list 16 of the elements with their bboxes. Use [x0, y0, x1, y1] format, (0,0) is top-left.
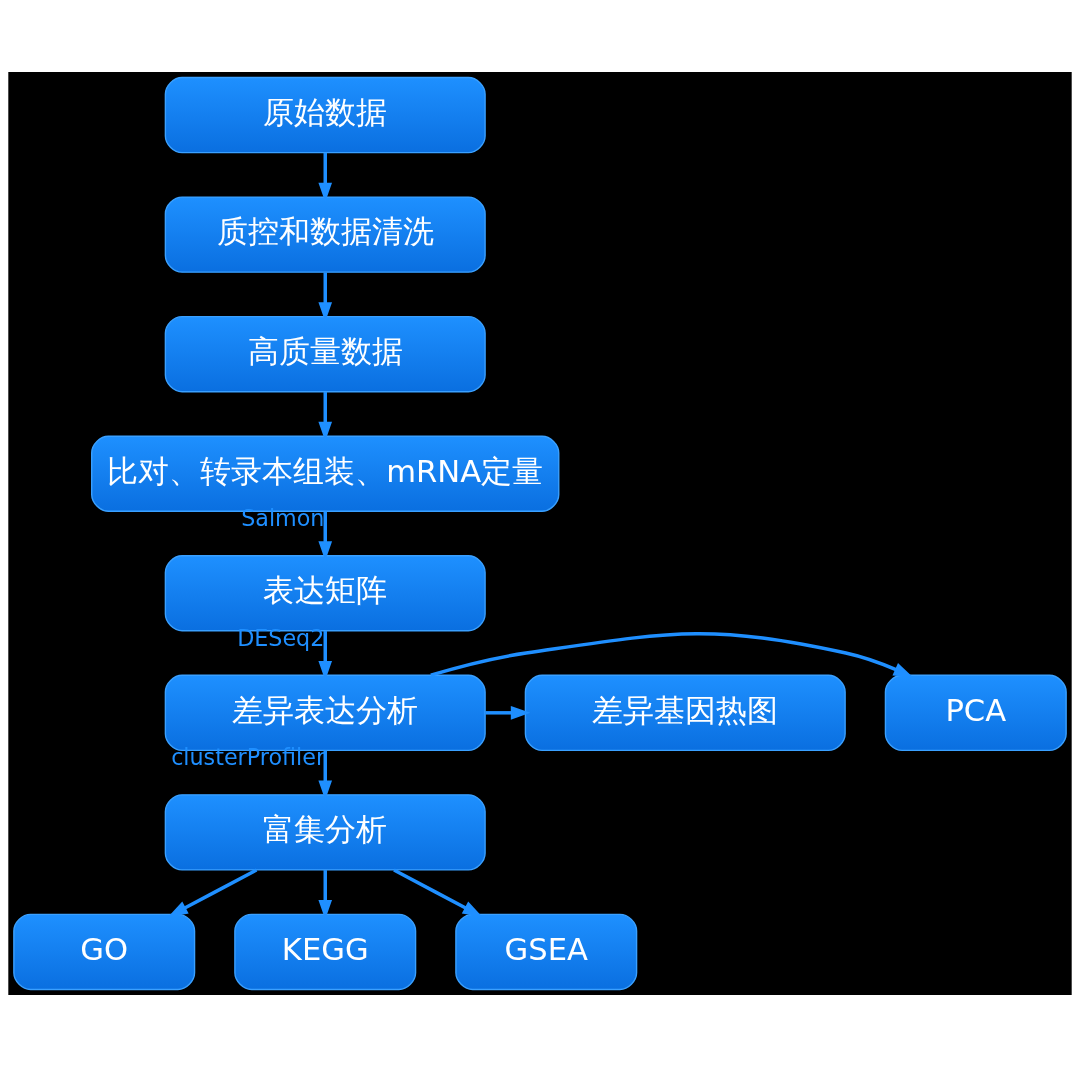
node-box: GO — [13, 913, 196, 991]
node-box: GSEA — [455, 913, 638, 991]
node-box: 富集分析 — [164, 794, 486, 871]
arrow — [393, 868, 483, 917]
node-box: 原始数据 — [164, 76, 486, 154]
node-box: 比对、转录本组装、mRNA定量 — [91, 435, 560, 512]
node-box: 差异基因热图 — [524, 674, 846, 752]
node-box: 高质量数据 — [164, 315, 486, 393]
node-box: 差异表达分析 — [164, 674, 486, 752]
arrow — [430, 632, 914, 678]
node-box: 表达矩阵 — [164, 555, 486, 632]
arrow — [168, 868, 258, 917]
node-box: PCA — [884, 674, 1067, 752]
arrow — [485, 706, 531, 720]
node-box: 质控和数据清洗 — [164, 196, 486, 273]
node-box: KEGG — [234, 913, 417, 991]
